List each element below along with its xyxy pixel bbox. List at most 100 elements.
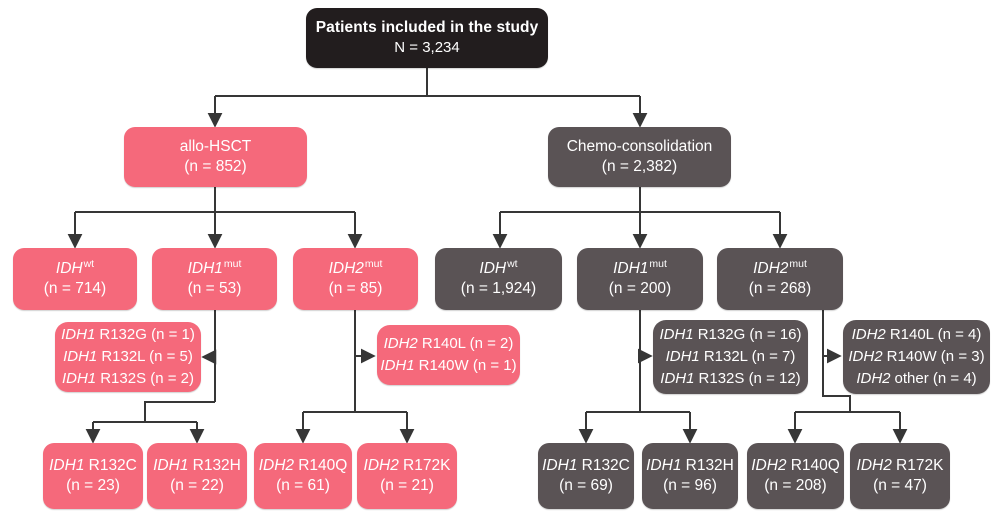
- gene-symbol: IDH1: [61, 326, 96, 344]
- arm-count: (n = 852): [184, 158, 247, 175]
- gene-symbol: IDH: [55, 259, 83, 277]
- variant-label: R132C: [88, 456, 137, 474]
- count-label: (n = 208): [764, 477, 827, 494]
- node-allo-idh-wt: IDHwt (n = 714): [13, 248, 137, 310]
- gene-symbol: IDH2: [848, 348, 883, 366]
- arm-title: allo-HSCT: [179, 137, 252, 155]
- count-label: (n = 69): [559, 477, 613, 494]
- gene-symbol: IDH1: [49, 456, 85, 474]
- variant-label: R132C: [581, 456, 630, 474]
- mutation-superscript: wt: [83, 257, 95, 270]
- mutation-superscript: wt: [507, 257, 518, 270]
- gene-symbol: IDH2: [753, 259, 789, 277]
- node-chemo-idh1-mut: IDH1mut (n = 200): [577, 248, 703, 310]
- gene-symbol: IDH1: [380, 357, 415, 374]
- gene-symbol: IDH1: [542, 456, 578, 474]
- variant-label: R172K: [896, 456, 944, 474]
- gene-symbol: IDH2: [383, 335, 418, 353]
- count-label: (n = 1,924): [460, 280, 537, 297]
- arm-count: (n = 2,382): [601, 158, 678, 175]
- node-allo-idh1-mut: IDH1mut (n = 53): [152, 248, 277, 310]
- variant-label: R132H: [192, 456, 241, 474]
- gene-symbol: IDH1: [613, 259, 649, 277]
- root-title: Patients included in the study: [315, 19, 539, 37]
- variant-count: R132S (n = 12): [698, 369, 801, 387]
- variant-count: R140L (n = 2): [421, 335, 514, 353]
- gene-symbol: IDH1: [61, 369, 97, 387]
- mutation-superscript: mut: [789, 257, 807, 270]
- count-label: (n = 96): [663, 477, 717, 494]
- root-count: N = 3,234: [394, 39, 460, 57]
- variant-label: R132H: [685, 456, 734, 474]
- mutation-superscript: mut: [223, 257, 242, 270]
- gene-symbol: IDH2: [856, 456, 892, 474]
- node-allo-hsct: allo-HSCT (n = 852): [124, 127, 307, 187]
- variant-label: R172K: [403, 456, 451, 474]
- node-chemo-idh2-mut: IDH2mut (n = 268): [717, 248, 843, 310]
- variant-count: R132S (n = 2): [100, 369, 195, 387]
- count-label: (n = 22): [170, 477, 224, 494]
- count-label: (n = 200): [608, 280, 672, 297]
- gene-symbol: IDH2: [751, 456, 787, 474]
- variant-label: R140Q: [298, 456, 348, 474]
- count-label: (n = 23): [66, 477, 120, 494]
- gene-symbol: IDH1: [646, 456, 682, 474]
- gene-symbol: IDH1: [659, 326, 694, 344]
- mutation-superscript: mut: [649, 257, 667, 270]
- variant-count: R132G (n = 16): [697, 326, 802, 344]
- node-allo-idh2-mut: IDH2mut (n = 85): [293, 248, 418, 310]
- count-label: (n = 21): [380, 477, 434, 494]
- variant-count: R132G (n = 1): [99, 326, 195, 344]
- gene-symbol: IDH: [479, 259, 507, 277]
- mutation-superscript: mut: [364, 257, 383, 270]
- gene-symbol: IDH1: [63, 348, 98, 366]
- variant-count: R132L (n = 7): [703, 348, 796, 366]
- gene-symbol: IDH1: [187, 259, 223, 277]
- node-chemo-consolidation: Chemo-consolidation (n = 2,382): [548, 127, 731, 187]
- variant-count: R132L (n = 5): [101, 348, 193, 366]
- gene-symbol: IDH2: [851, 326, 886, 344]
- count-label: (n = 61): [276, 477, 330, 494]
- variant-count: R140W (n = 3): [886, 348, 985, 366]
- gene-symbol: IDH1: [660, 369, 695, 387]
- gene-symbol: IDH2: [328, 259, 364, 277]
- gene-symbol: IDH1: [665, 348, 700, 366]
- count-label: (n = 268): [748, 280, 812, 297]
- count-label: (n = 53): [187, 280, 242, 297]
- variant-count: R140W (n = 1): [418, 357, 517, 374]
- variant-count: R140L (n = 4): [889, 326, 982, 344]
- gene-symbol: IDH2: [258, 456, 295, 474]
- node-chemo-idh-wt: IDHwt (n = 1,924): [435, 248, 562, 310]
- count-label: (n = 47): [873, 477, 927, 494]
- variant-count: other (n = 4): [894, 369, 977, 387]
- gene-symbol: IDH2: [856, 369, 891, 387]
- count-label: (n = 85): [328, 280, 383, 297]
- count-label: (n = 714): [43, 280, 107, 297]
- arm-title: Chemo-consolidation: [566, 137, 713, 155]
